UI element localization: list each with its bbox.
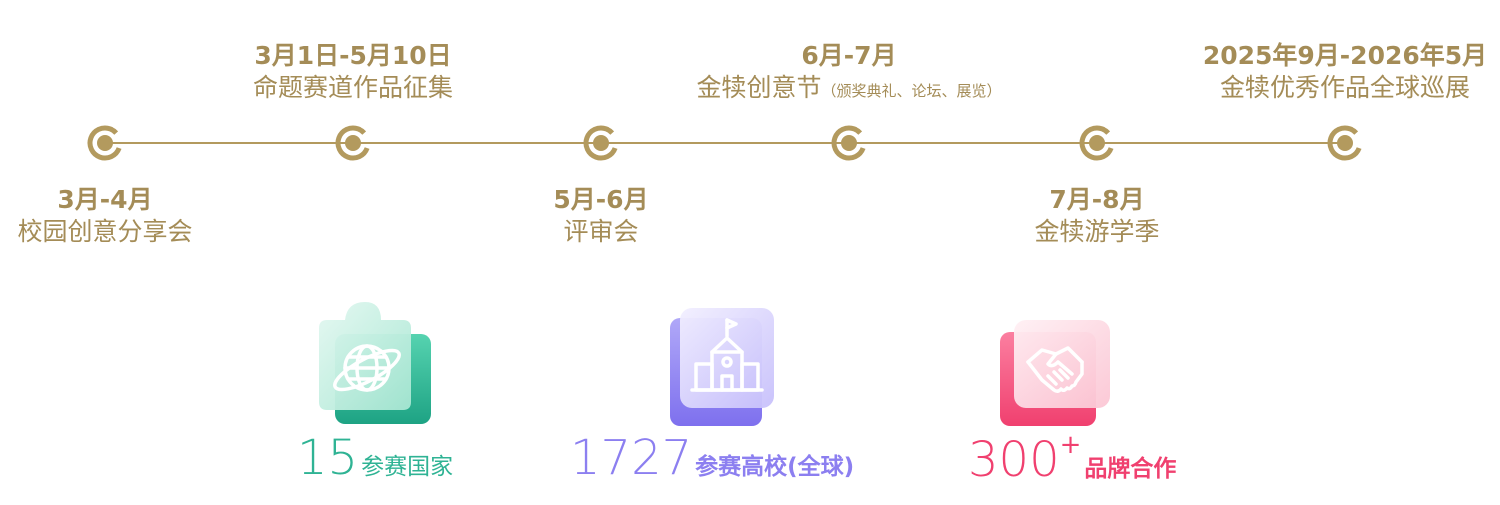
- stat-countries: 15 参赛国家: [297, 434, 453, 482]
- timeline-node-icon: [831, 125, 867, 161]
- globe-icon: [319, 302, 431, 424]
- event-date: 3月1日-5月10日: [254, 41, 452, 70]
- stat-brands: 300 + 品牌合作: [968, 432, 1177, 488]
- timeline-event-submission: 3月1日-5月10日 命题赛道作品征集: [253, 40, 453, 104]
- event-date: 2025年9月-2026年5月: [1202, 41, 1488, 70]
- handshake-icon: [1000, 320, 1110, 426]
- timeline-event-festival: 6月-7月 金犊创意节（颁奖典礼、论坛、展览）: [696, 40, 1001, 107]
- timeline-line: [105, 142, 1345, 144]
- event-title: 评审会: [563, 217, 639, 246]
- stat-label: 品牌合作: [1084, 456, 1177, 482]
- timeline-node-icon: [87, 125, 123, 161]
- event-title: 命题赛道作品征集: [252, 73, 454, 102]
- timeline-node-icon: [1327, 125, 1363, 161]
- stat-universities: 1727 参赛高校(全球): [570, 434, 854, 482]
- event-title: 金犊游学季: [1034, 217, 1160, 246]
- event-date: 3月-4月: [57, 185, 153, 214]
- stat-label: 参赛国家: [361, 454, 454, 480]
- timeline-node-icon: [1079, 125, 1115, 161]
- timeline-event-study-tour: 7月-8月 金犊游学季: [1034, 184, 1159, 248]
- event-title: 校园创意分享会: [17, 217, 193, 246]
- timeline-node-icon: [335, 125, 371, 161]
- timeline-event-review: 5月-6月 评审会: [553, 184, 648, 248]
- event-title: 金犊优秀作品全球巡展: [1219, 73, 1471, 102]
- event-date: 5月-6月: [553, 185, 649, 214]
- stat-label: 参赛高校(全球): [695, 454, 855, 480]
- timeline-node-icon: [583, 125, 619, 161]
- event-title: 金犊创意节: [696, 73, 822, 102]
- stat-number: 300: [968, 432, 1060, 488]
- stat-suffix: +: [1059, 430, 1082, 460]
- event-date: 7月-8月: [1049, 185, 1145, 214]
- event-note: （颁奖典礼、论坛、展览）: [821, 82, 1002, 100]
- stat-number: 15: [297, 430, 359, 486]
- event-date: 6月-7月: [801, 41, 897, 70]
- timeline-event-global-tour: 2025年9月-2026年5月 金犊优秀作品全球巡展: [1203, 40, 1487, 104]
- stat-number: 1727: [570, 430, 693, 486]
- school-icon: [670, 308, 774, 426]
- timeline-event-campus-sharing: 3月-4月 校园创意分享会: [17, 184, 192, 248]
